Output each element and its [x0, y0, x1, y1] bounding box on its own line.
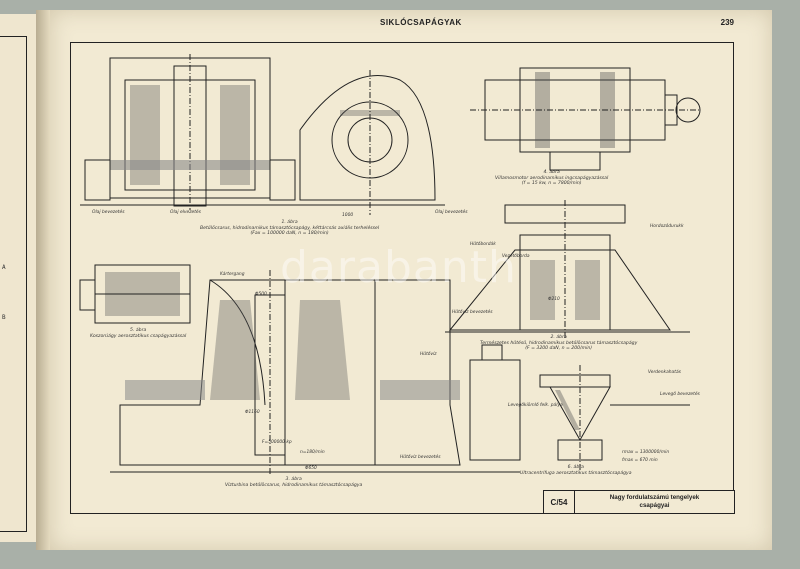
- left-page-frame: [0, 36, 27, 532]
- label-vezetoborda: Vezetőborda: [502, 254, 530, 259]
- label-hutobordak: Hűtőbordák: [470, 242, 496, 247]
- label-verdenkahatas: Verdenkahatás: [648, 370, 681, 375]
- fig1-drawing: [80, 54, 300, 210]
- fig4-caption: 4. ábra Villamosmotor aerodinamikus ingc…: [495, 170, 609, 187]
- label-rmax: rmax = 1300000/min: [622, 450, 670, 455]
- fig6-caption: 6. ábra Ultracentrifuga aerosztatikus tá…: [520, 465, 632, 476]
- drawing-frame: [70, 42, 734, 514]
- label-levego-kiomlo: Levegőkiömlő felk. pálya: [508, 403, 563, 408]
- label-levego-bevezetes: Levegő bevezetés: [660, 392, 700, 397]
- fig3-caption: 3. ábra Vízturbina betűlöcsarus, hidrodi…: [225, 477, 363, 488]
- title-block-line1: Nagy fordulatszámú tengelyek: [609, 494, 700, 502]
- fig6-drawing: [539, 365, 690, 470]
- label-olaj-bevezetes: Olaj bevezetés: [92, 210, 125, 215]
- right-page: SIKLÓCSAPÁGYAK 239: [50, 10, 772, 550]
- dim-phi210: Φ210: [548, 297, 560, 302]
- left-page-mark: B: [2, 314, 6, 321]
- fig1-side-view: [290, 70, 445, 215]
- label-force: F=500000 kp: [262, 440, 292, 445]
- fig4-drawing: [470, 67, 701, 171]
- label-speed: n=180/min: [300, 450, 325, 455]
- label-hordozodurukk: Hordozó­durukk: [650, 224, 684, 229]
- left-page-mark: A: [2, 264, 6, 271]
- title-block-line2: csapágyai: [639, 502, 670, 509]
- label-hutoviz-be-2: Hűtővíz bevezetés: [400, 455, 441, 460]
- fig1-caption: 1. ábra Betűlöcsarus, hidrodinamikus tám…: [200, 220, 380, 237]
- dim-phi650: Φ650: [305, 466, 317, 471]
- page-header-title: SIKLÓCSAPÁGYAK: [380, 18, 462, 27]
- dim-phi500: Φ500: [255, 292, 267, 297]
- fig5-caption: 5. ábra Koszorúágy aerosztatikus csapágy…: [90, 328, 187, 339]
- title-block-title: Nagy fordulatszámú tengelyek csapágyai: [575, 491, 734, 513]
- label-fmax: fmax = 670 min: [622, 458, 658, 463]
- label-hutoviz: Hűtővíz: [420, 352, 437, 357]
- fig2-drawing: [445, 200, 690, 340]
- fig3-drawing: [110, 270, 521, 475]
- fig5-drawing: [79, 264, 191, 324]
- label-hutoviz-bevezetes: Hűtővíz bevezetés: [452, 310, 493, 315]
- left-page-edge: A B: [0, 14, 37, 542]
- technical-drawing: [79, 54, 701, 475]
- label-olaj-elvezetes: Olaj elvezetés: [170, 210, 201, 215]
- dim-phi1160: Φ1160: [245, 410, 260, 415]
- watermark: darabanth: [280, 242, 517, 293]
- page-number: 239: [720, 18, 734, 27]
- label-olaj-bevezetes-2: Olaj bevezetés: [435, 210, 468, 215]
- dim-1000: 1000: [342, 213, 354, 218]
- title-block-code: C/54: [544, 491, 575, 513]
- title-block: C/54 Nagy fordulatszámú tengelyek csapág…: [543, 490, 735, 514]
- label-kartergang: Kártergang: [220, 272, 245, 277]
- fig2-caption: 2. ábra Természetes hűtésű, hidrodinamik…: [480, 335, 638, 352]
